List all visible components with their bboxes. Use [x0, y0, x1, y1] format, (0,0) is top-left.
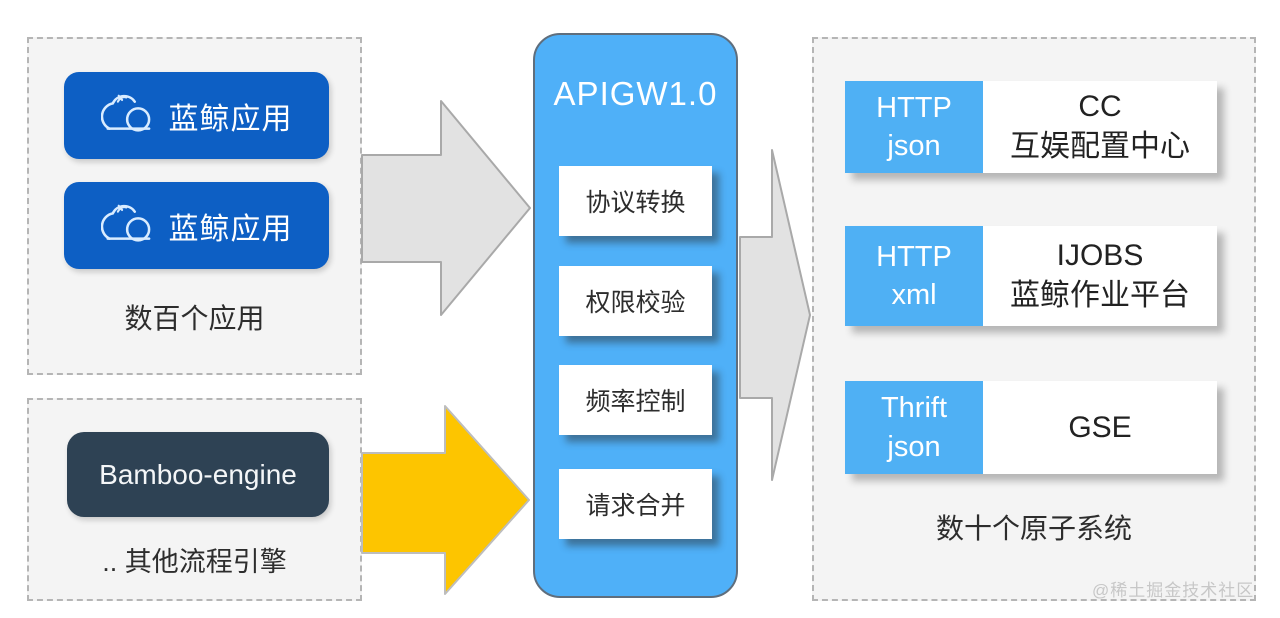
blueking-app-node: 蓝鲸应用	[64, 72, 329, 159]
apps-panel-caption: 数百个应用	[124, 303, 265, 334]
watermark: @稀土掘金技术社区	[1092, 581, 1255, 600]
engine-to-gateway-arrow	[361, 405, 530, 595]
system-protocol-badge: HTTP xml	[845, 226, 983, 326]
gateway-title: APIGW1.0	[553, 75, 718, 112]
protocol-line: xml	[891, 279, 937, 311]
gateway-feature: 权限校验	[559, 266, 712, 336]
protocol-line: HTTP	[876, 91, 952, 124]
system-row: HTTP xml IJOBS 蓝鲸作业平台	[845, 226, 1217, 326]
system-protocol-badge: HTTP json	[845, 81, 983, 173]
system-protocol-badge: Thrift json	[845, 381, 983, 474]
gateway-to-systems-arrow	[739, 149, 811, 481]
engines-panel-caption: .. 其他流程引擎	[102, 547, 287, 577]
protocol-line: json	[887, 130, 941, 162]
system-name: CC 互娱配置中心	[983, 81, 1217, 173]
system-name-line: GSE	[1068, 410, 1132, 444]
protocol-line: json	[887, 430, 941, 463]
systems-panel: HTTP json CC 互娱配置中心 HTTP xml IJOBS 蓝鲸作业平…	[812, 37, 1256, 601]
system-name-line: 蓝鲸作业平台	[1010, 279, 1190, 312]
system-name-line: 互娱配置中心	[1010, 130, 1190, 163]
engines-panel: Bamboo-engine .. 其他流程引擎	[27, 398, 362, 601]
system-name-line: IJOBS	[1056, 239, 1144, 273]
apps-to-gateway-arrow	[361, 100, 531, 316]
app-node-label: 蓝鲸应用	[168, 102, 293, 136]
system-name-line: CC	[1078, 90, 1122, 124]
cloud-icon	[100, 94, 150, 132]
system-row: HTTP json CC 互娱配置中心	[845, 81, 1217, 173]
gateway-feature: 请求合并	[559, 469, 712, 539]
apps-panel: 蓝鲸应用 蓝鲸应用 数百个应用	[27, 37, 362, 375]
protocol-line: Thrift	[880, 392, 948, 425]
gateway-feature: 频率控制	[559, 365, 712, 435]
cloud-icon	[100, 204, 150, 242]
protocol-line: HTTP	[876, 240, 952, 273]
system-row: Thrift json GSE	[845, 381, 1217, 474]
api-gateway-node: APIGW1.0 协议转换 权限校验 频率控制 请求合并	[533, 33, 738, 598]
gateway-feature: 协议转换	[559, 166, 712, 236]
app-node-label: 蓝鲸应用	[168, 212, 293, 246]
bamboo-engine-node: Bamboo-engine	[67, 432, 329, 517]
blueking-app-node: 蓝鲸应用	[64, 182, 329, 269]
engine-node-label: Bamboo-engine	[99, 458, 297, 490]
systems-panel-caption: 数十个原子系统	[935, 513, 1132, 544]
system-name: IJOBS 蓝鲸作业平台	[983, 226, 1217, 326]
system-name: GSE	[983, 381, 1217, 474]
